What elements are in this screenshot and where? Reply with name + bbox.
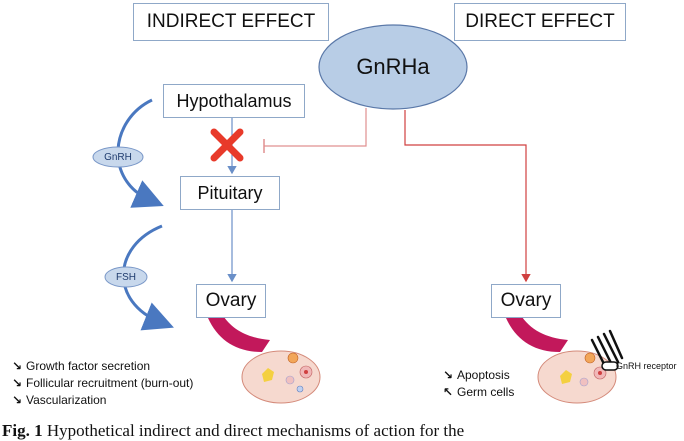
ovary-left-text: Ovary [205, 290, 257, 311]
receptor-label: GnRH receptor [616, 361, 677, 371]
decrease-arrow-icon: ↘ [12, 376, 23, 390]
left-effect-item: ↘ Growth factor secretion [12, 358, 193, 375]
gnrha-ellipse [318, 24, 468, 110]
right-effect-item: ↘ Apoptosis [443, 367, 514, 384]
left-effect-text: Vascularization [26, 393, 107, 407]
fsh-text: FSH [116, 271, 136, 283]
pituitary-node: Pituitary [180, 176, 280, 210]
direct-effect-arrow [404, 110, 531, 283]
increase-arrow-icon: ↖ [443, 385, 454, 399]
caption-prefix: Fig. 1 [2, 421, 43, 440]
ovary-right-text: Ovary [500, 290, 552, 311]
right-effect-text: Apoptosis [457, 368, 510, 382]
ovary-right-node: Ovary [491, 284, 561, 318]
decrease-arrow-icon: ↘ [12, 393, 23, 407]
inhibition-line [264, 108, 367, 147]
right-effect-text: Germ cells [457, 385, 515, 399]
left-effect-text: Growth factor secretion [26, 359, 151, 373]
fsh-badge: FSH [104, 266, 148, 288]
gnrh-text: GnRH [104, 151, 132, 163]
right-effect-item: ↖ Germ cells [443, 384, 514, 401]
ovary-left-node: Ovary [196, 284, 266, 318]
gnrh-receptor-icon [590, 329, 624, 371]
right-effects-list: ↘ Apoptosis ↖ Germ cells [443, 367, 514, 401]
pituitary-text: Pituitary [197, 182, 263, 203]
gnrha-text: GnRHa [356, 54, 430, 79]
ovary-right-illustration [506, 314, 617, 404]
decrease-arrow-icon: ↘ [12, 359, 23, 373]
left-effect-text: Follicular recruitment (burn-out) [26, 376, 194, 390]
gnrh-badge: GnRH [92, 146, 144, 168]
indirect-effect-label: INDIRECT EFFECT [133, 3, 329, 41]
left-effect-item: ↘ Follicular recruitment (burn-out) [12, 375, 193, 392]
direct-effect-text: DIRECT EFFECT [465, 11, 615, 32]
decrease-arrow-icon: ↘ [443, 368, 454, 382]
hypothalamus-node: Hypothalamus [163, 84, 305, 118]
left-effects-list: ↘ Growth factor secretion ↘ Follicular r… [12, 358, 193, 409]
ovary-left-illustration [208, 314, 321, 404]
hypothalamus-text: Hypothalamus [176, 90, 292, 111]
figure-caption: Fig. 1 Hypothetical indirect and direct … [2, 421, 464, 441]
direct-effect-label: DIRECT EFFECT [454, 3, 626, 41]
left-effect-item: ↘ Vascularization [12, 392, 193, 409]
gnrha-node: GnRHa [318, 24, 468, 110]
caption-text: Hypothetical indirect and direct mechani… [42, 421, 465, 440]
block-cross-icon [210, 128, 244, 162]
indirect-effect-text: INDIRECT EFFECT [146, 11, 316, 32]
